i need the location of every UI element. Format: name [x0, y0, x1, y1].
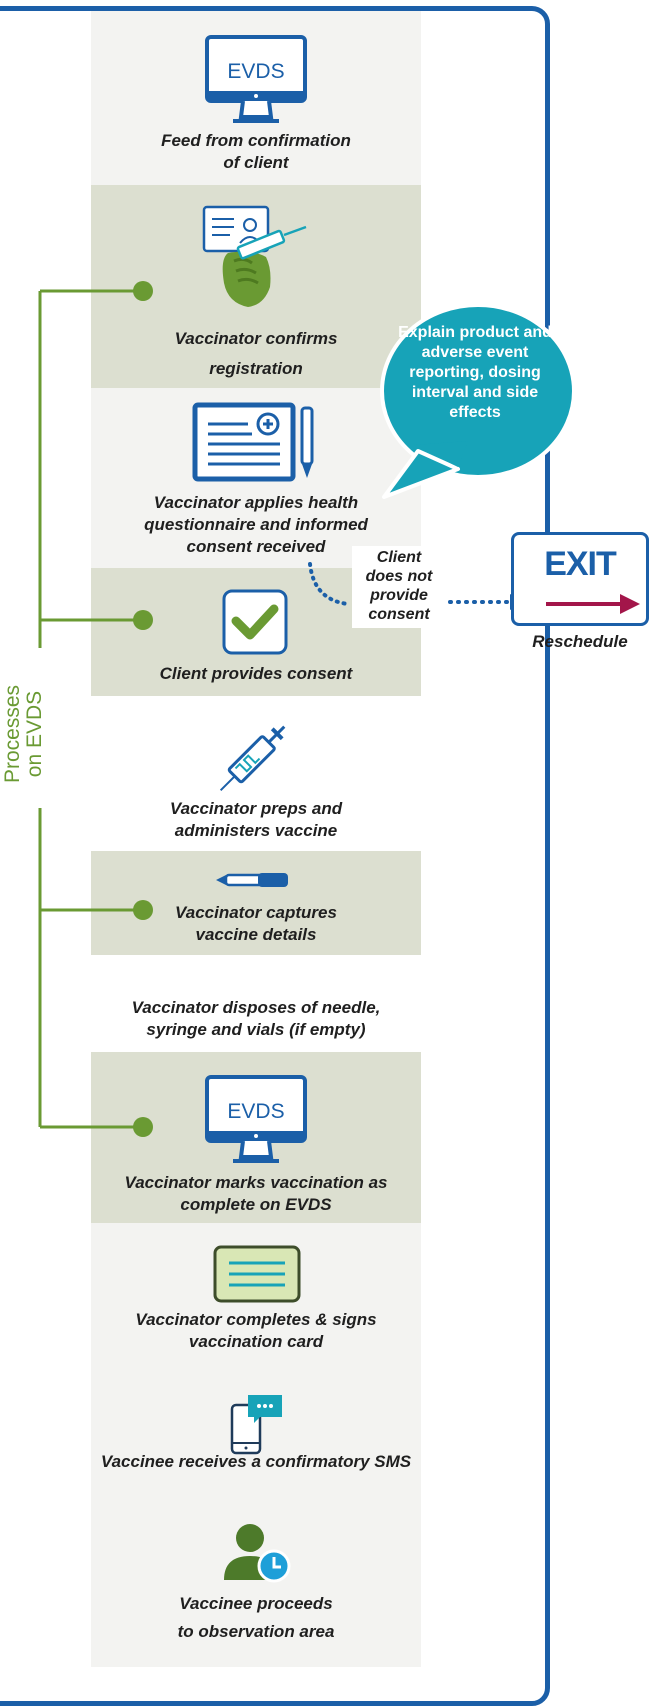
card-icon [213, 1245, 301, 1303]
step-9-label: Vaccinator completes & signs vaccination… [135, 1310, 377, 1351]
step-8-label: Vaccinator marks vaccination as complete… [124, 1173, 388, 1214]
speech-bubble [380, 303, 576, 499]
processes-on-evds-label: Processes on EVDS [1, 664, 46, 804]
no-consent-line1: Client [376, 549, 422, 566]
person-clock-icon [224, 1524, 291, 1583]
bubble-text: Explain product and adverse event report… [398, 324, 552, 421]
step-4-label: Client provides consent [159, 664, 353, 683]
no-consent-line4: consent [368, 606, 430, 623]
exit-sign: EXIT [511, 532, 649, 626]
step-3-label: Vaccinator applies health questionnaire … [144, 493, 368, 556]
exit-arrow-icon [546, 594, 640, 614]
no-consent-box [352, 546, 446, 628]
hand-syringe-id-icon [202, 205, 307, 307]
step-1-label: Feed from confirmation of client [161, 131, 351, 172]
side-label-line2: on EVDS [23, 690, 46, 778]
step-11-label: Vaccinee proceeds to observation area [177, 1594, 335, 1641]
checkmark-icon [222, 589, 288, 655]
exit-label: EXIT [544, 545, 617, 583]
no-consent-line2: does not [365, 568, 433, 585]
exit-caption: Reschedule [532, 632, 628, 651]
step-7-label: Vaccinator disposes of needle, syringe a… [131, 998, 381, 1039]
step-2-label: Vaccinator confirms registration [91, 324, 421, 384]
phone-sms-icon [230, 1395, 282, 1455]
step-5-label: Vaccinator preps and administers vaccine [169, 799, 343, 840]
process-dot-2 [133, 610, 153, 630]
pen-icon [216, 873, 288, 887]
syringe-icon [219, 725, 286, 792]
no-consent-line3: provide [370, 587, 428, 604]
no-consent-text: Client does not provide consent [352, 548, 446, 624]
monitor-label-2: EVDS [227, 1100, 284, 1123]
process-bracket [38, 289, 143, 1129]
step-10-label: Vaccinee receives a confirmatory SMS [100, 1452, 412, 1471]
process-dot-1 [133, 281, 153, 301]
process-dot-3 [133, 900, 153, 920]
questionnaire-pen-icon [192, 402, 314, 482]
step-2-text: Vaccinator confirms registration [174, 329, 338, 378]
process-dot-4 [133, 1117, 153, 1137]
monitor-icon: EVDS [205, 1075, 307, 1163]
monitor-icon: EVDS [205, 35, 307, 123]
monitor-label: EVDS [227, 60, 284, 83]
step-6-label: Vaccinator captures vaccine details [175, 903, 337, 944]
side-label-line1: Processes [1, 684, 24, 784]
